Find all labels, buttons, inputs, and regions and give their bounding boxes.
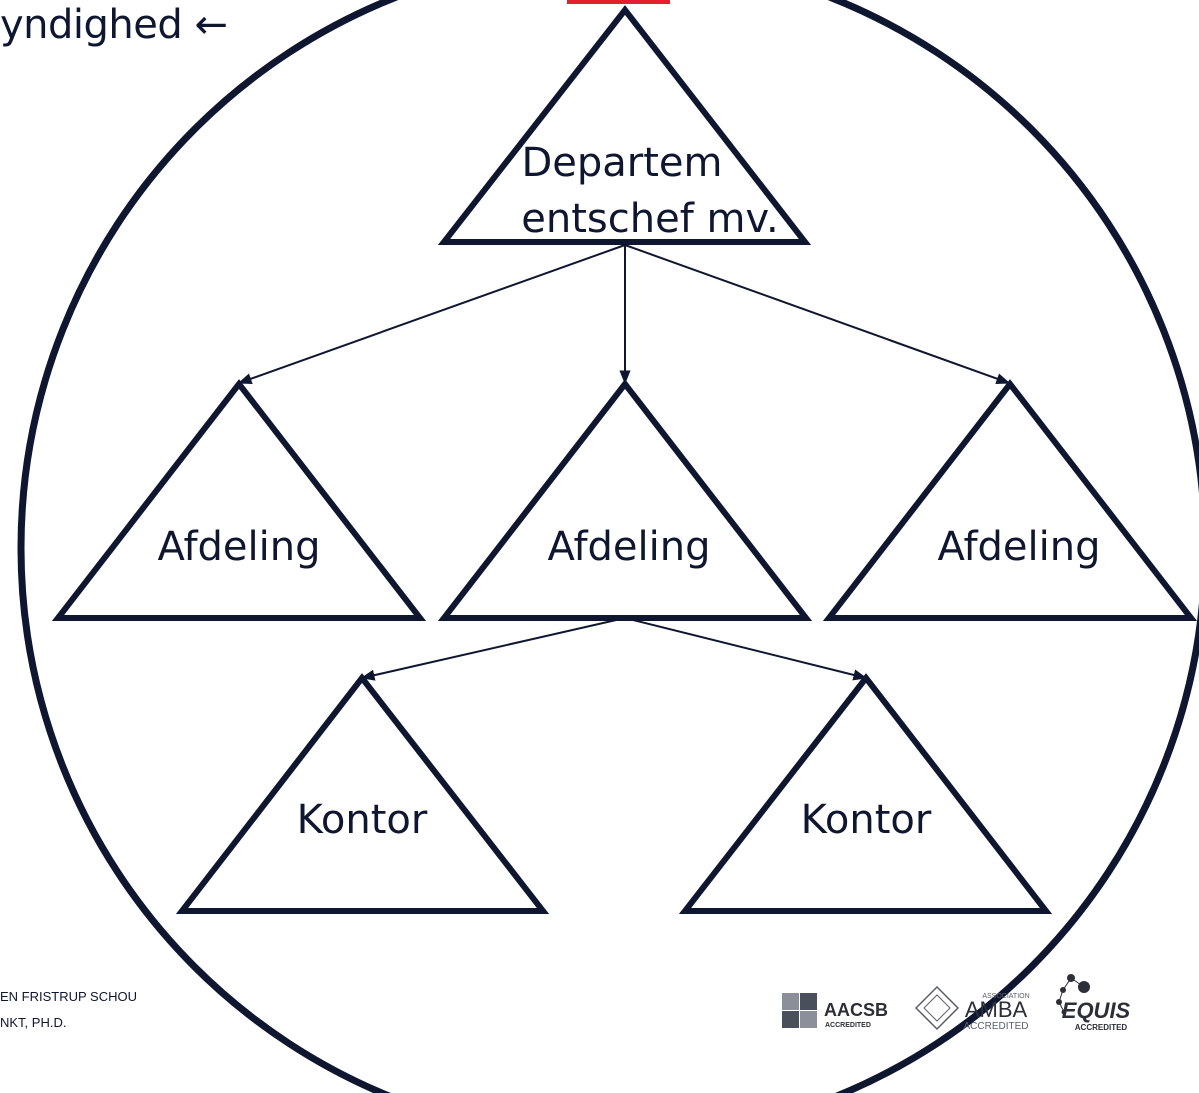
afdeling-right-label: Afdeling [938,524,1101,570]
slide-title-fragment: yndighed ← [0,2,228,48]
top-node-label-line1: Departem [521,140,722,186]
footer-author-name: EN FRISTRUP SCHOU [0,989,137,1004]
afdeling-middle-label: Afdeling [548,524,711,570]
equis-logo-name: EQUIS [1062,998,1131,1023]
arrow-top-to-right [624,244,1011,385]
footer-author-title: NKT, PH.D. [0,1015,67,1030]
aacsb-logo-name: AACSB [824,1000,888,1020]
organization-boundary-circle [17,0,1199,1093]
amba-logo: ASSOCIATION AMBA ACCREDITED [914,985,1030,1032]
amba-logo-name: AMBA [965,997,1028,1022]
equis-logo-sub: ACCREDITED [1075,1023,1128,1032]
kontor-left-triangle [175,673,550,914]
afdeling-left-label: Afdeling [158,524,321,570]
kontor-right-label: Kontor [801,797,932,843]
connector-arrows [237,244,1011,681]
arrow-middle-to-kontor-left [360,617,626,681]
kontor-left-label: Kontor [297,797,428,843]
aacsb-logo: AACSB ACCREDITED [782,993,888,1029]
kontor-right-triangle [678,673,1053,914]
clipped-red-heading [567,0,670,4]
afdeling-left-triangle [51,379,427,621]
amba-logo-top: ASSOCIATION [982,993,1029,1000]
arrow-top-to-left [237,244,626,385]
top-node-label-line2: entschef mv. [521,196,778,242]
arrow-middle-to-kontor-right [624,617,868,681]
afdeling-middle-triangle [437,379,813,621]
afdeling-right-triangle [822,379,1198,621]
aacsb-logo-sub: ACCREDITED [825,1022,871,1029]
equis-logo: EQUIS ACCREDITED [1056,974,1131,1032]
top-node-triangle [437,5,812,245]
amba-logo-sub: ACCREDITED [963,1021,1028,1032]
